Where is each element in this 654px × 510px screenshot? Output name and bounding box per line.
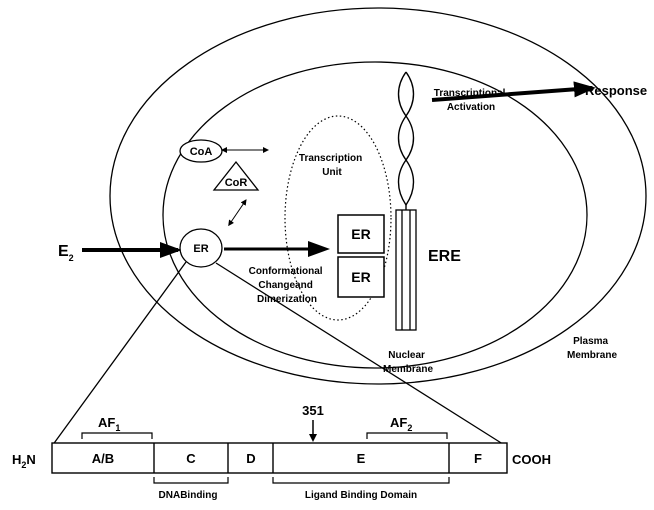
ligand-binding-bracket	[272, 477, 450, 484]
ligand-binding-label: Ligand Binding Domain	[305, 490, 417, 501]
conformational-change-label: Conformational Changeand Dimerization	[249, 266, 326, 305]
plasma-membrane-label: Plasma Membrane	[567, 336, 617, 361]
dna-binding-label: DNABinding	[159, 490, 218, 501]
projection-line-right	[215, 262, 507, 447]
domain-ab: A/B	[92, 451, 114, 466]
er-receptor	[179, 228, 223, 268]
er-domain-structure: H2N A/B C D E F COOH AF1 AF2 351 DNABind…	[12, 403, 551, 501]
domain-f: F	[474, 451, 482, 466]
ere-label: ERE	[428, 248, 461, 265]
response-label: Response	[585, 83, 647, 98]
af1-bracket	[81, 432, 153, 439]
e2-ligand-label: E2	[58, 243, 74, 263]
coa-label: CoA	[190, 146, 213, 158]
cor-label: CoR	[225, 177, 248, 189]
er-receptor-label: ER	[193, 243, 208, 255]
nuclear-membrane	[162, 61, 588, 369]
domain-e: E	[357, 451, 366, 466]
c-terminus-label: COOH	[512, 452, 551, 467]
af2-label: AF2	[390, 415, 412, 433]
residue-351-label: 351	[302, 403, 324, 418]
transcription-unit	[284, 115, 392, 321]
cor-exchange-arrow	[228, 199, 247, 227]
nuclear-membrane-label: Nuclear Membrane	[383, 350, 433, 375]
n-terminus-label: H2N	[12, 452, 36, 470]
af2-bracket	[366, 432, 448, 439]
er-dimer-top	[337, 214, 385, 254]
response-arrow	[431, 81, 596, 102]
er-dimer-bottom-label: ER	[351, 269, 370, 285]
er-dimer-top-label: ER	[351, 226, 370, 242]
transcription-unit-label: Transcription Unit	[299, 153, 365, 178]
cor-corepressor	[212, 160, 260, 191]
dna-helix	[397, 71, 415, 210]
dna-binding-bracket	[153, 477, 229, 484]
domain-bar-outline	[51, 442, 508, 474]
projection-line-left	[51, 261, 187, 447]
domain-c: C	[186, 451, 196, 466]
transcriptional-activation-label: Transcriptional Activation	[434, 88, 508, 113]
af1-label: AF1	[98, 415, 120, 433]
domain-d: D	[246, 451, 255, 466]
er-dimer-bottom	[337, 256, 385, 298]
ere-column	[395, 209, 417, 331]
plasma-membrane	[109, 7, 647, 385]
